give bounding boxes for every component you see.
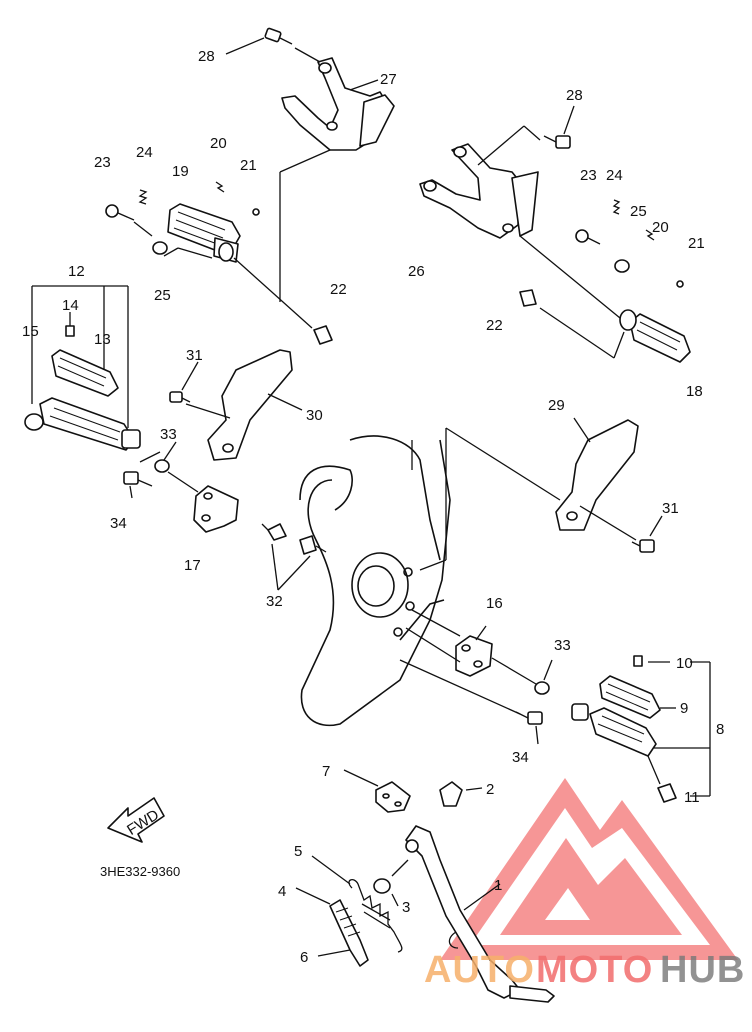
callout-23-left: 23 — [94, 154, 111, 171]
front-footrest-left — [24, 325, 141, 451]
callout-14: 14 — [62, 297, 79, 314]
bolt-31-right — [631, 539, 655, 553]
spring-5 — [348, 879, 403, 953]
callout-9: 9 — [680, 700, 688, 717]
bolt-34-left — [123, 471, 153, 487]
nut-33-left — [154, 459, 170, 473]
callout-1: 1 — [494, 877, 502, 894]
watermark-text: AUTO MOTO HUB — [424, 949, 745, 991]
callout-18: 18 — [686, 383, 703, 400]
nut-33-right — [534, 681, 550, 695]
rear-footrest-left — [167, 203, 241, 263]
bolt-34-right — [515, 711, 543, 725]
bolt-28-top — [264, 27, 293, 45]
callout-21-right: 21 — [688, 235, 705, 252]
heel-plate-right — [555, 419, 639, 531]
heel-plate-left — [207, 349, 293, 461]
bolt-23-left — [105, 204, 135, 221]
rear-footrest-right — [619, 309, 691, 363]
callout-21-left: 21 — [240, 157, 257, 174]
callout-27: 27 — [380, 71, 397, 88]
rear-footrest-bracket-right — [419, 143, 539, 239]
callout-33-left: 33 — [160, 426, 177, 443]
callout-20-right: 20 — [652, 219, 669, 236]
callout-22-left: 22 — [330, 281, 347, 298]
callout-labels: 28 27 28 20 21 23 24 19 23 24 25 20 21 2… — [22, 48, 724, 966]
callout-25-left: 25 — [154, 287, 171, 304]
callout-33-right: 33 — [554, 637, 571, 654]
callout-26: 26 — [408, 263, 425, 280]
callout-20-left: 20 — [210, 135, 227, 152]
sidestand-bracket-7 — [375, 781, 411, 813]
bolt-31-left — [169, 391, 191, 403]
watermark-part3: HUB — [660, 949, 745, 991]
callout-24-right: 24 — [606, 167, 623, 184]
bolt-2 — [439, 781, 483, 807]
callout-2: 2 — [486, 781, 494, 798]
callout-30: 30 — [306, 407, 323, 424]
footrest-bracket-right — [455, 635, 493, 677]
bolt-28-right — [543, 135, 571, 149]
callout-28-right: 28 — [566, 87, 583, 104]
ball-21-left — [252, 208, 260, 216]
frame-section — [299, 435, 451, 727]
callout-3: 3 — [402, 899, 410, 916]
callout-12: 12 — [68, 263, 85, 280]
callout-22-right: 22 — [486, 317, 503, 334]
callout-15: 15 — [22, 323, 39, 340]
bolt-23-right — [575, 229, 601, 245]
callout-25-right: 25 — [630, 203, 647, 220]
spring-24-right — [612, 199, 621, 215]
ball-20-right — [645, 229, 655, 241]
callout-10: 10 — [676, 655, 693, 672]
watermark-logo — [440, 778, 738, 960]
callout-13: 13 — [94, 331, 111, 348]
nut-3 — [373, 878, 391, 894]
callout-34-left: 34 — [110, 515, 127, 532]
callout-32: 32 — [266, 593, 283, 610]
nut-22-left — [313, 325, 333, 345]
spring-24-left — [138, 189, 148, 205]
footrest-bracket-left — [193, 485, 239, 533]
callout-34-right: 34 — [512, 749, 529, 766]
callout-19: 19 — [172, 163, 189, 180]
spring-guide-4 — [329, 899, 369, 967]
callout-29: 29 — [548, 397, 565, 414]
rear-footrest-bracket-left — [281, 57, 395, 151]
front-footrest-right — [571, 655, 677, 803]
sidestand — [405, 825, 555, 1003]
callout-4: 4 — [278, 883, 286, 900]
washer-25-right — [614, 259, 630, 273]
callout-28-top: 28 — [198, 48, 215, 65]
ball-20-left — [215, 181, 225, 193]
ball-21-right — [676, 280, 684, 288]
diagram-code: 3HE332-9360 — [100, 864, 180, 879]
callout-6: 6 — [300, 949, 308, 966]
callout-8: 8 — [716, 721, 724, 738]
callout-5: 5 — [294, 843, 302, 860]
callout-31-right: 31 — [662, 500, 679, 517]
callout-31-left: 31 — [186, 347, 203, 364]
watermark-part1: AUTO — [424, 949, 535, 991]
callout-7: 7 — [322, 763, 330, 780]
fwd-arrow-icon: FWD — [107, 797, 165, 843]
washer-25-left — [152, 241, 168, 255]
callout-17: 17 — [184, 557, 201, 574]
nut-22-right — [519, 289, 537, 307]
callout-16: 16 — [486, 595, 503, 612]
callout-24-left: 24 — [136, 144, 153, 161]
watermark-part2: MOTO — [536, 949, 653, 991]
callout-11: 11 — [684, 789, 700, 806]
callout-23-right: 23 — [580, 167, 597, 184]
bolts-32 — [261, 523, 327, 555]
